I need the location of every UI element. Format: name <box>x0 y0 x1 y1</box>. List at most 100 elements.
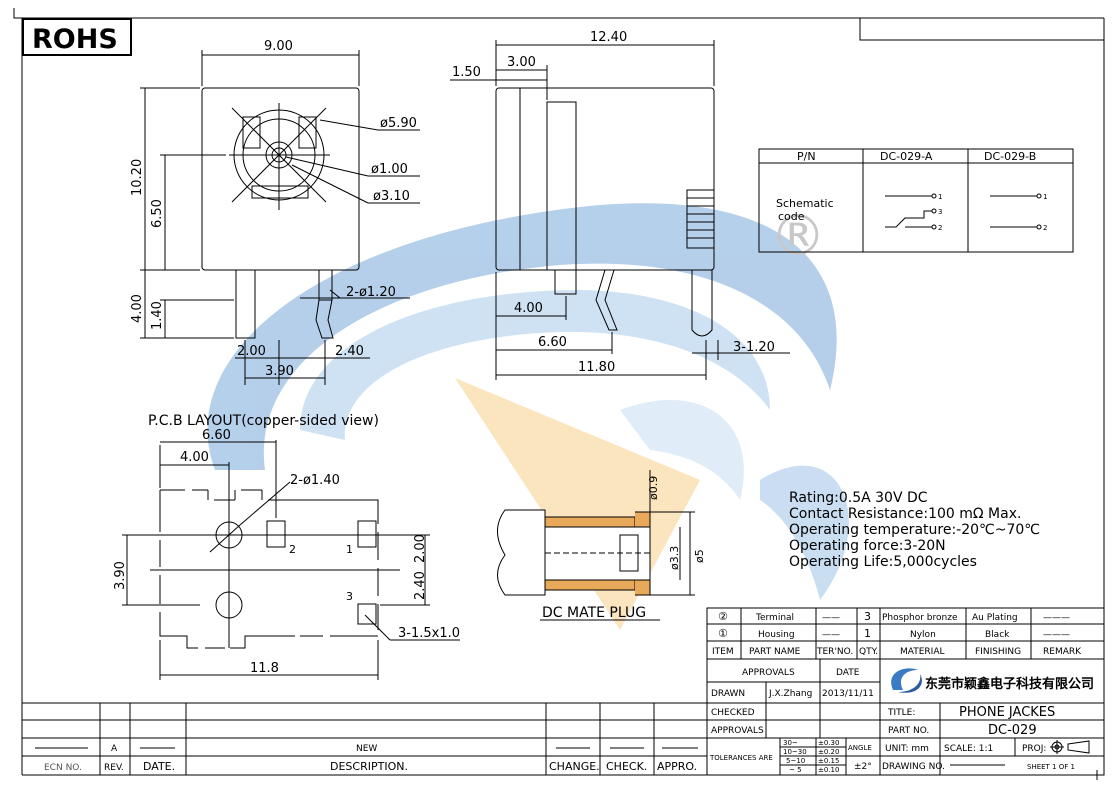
registered-mark: ® <box>770 204 826 269</box>
dim-phi-mid: ø3.10 <box>373 189 410 204</box>
tb-sheet: SHEET 1 OF 1 <box>1027 763 1075 771</box>
bom-name-2: Terminal <box>755 613 794 623</box>
tb-title: PHONE JACKES <box>959 705 1055 720</box>
dim-pitch-right: 2.40 <box>335 344 364 359</box>
tb-drawn-by: J.X.Zhang <box>768 689 812 699</box>
dim-pitch-total: 3.90 <box>265 364 294 379</box>
rev-header-check: CHECK. <box>606 760 647 773</box>
dim-body: 11.80 <box>578 360 615 375</box>
spec-life: Operating Life:5,000cycles <box>789 554 977 570</box>
pcb-h-total: 3.90 <box>113 561 128 590</box>
bom-header-qty: QTY. <box>859 647 878 657</box>
side-view <box>450 40 790 380</box>
rev-value: A <box>111 744 118 754</box>
dim-pitch-left: 2.00 <box>237 344 266 359</box>
bom-ter-1: —— <box>822 630 840 640</box>
tb-checked: CHECKED <box>711 708 755 718</box>
pn-header-1: DC-029-A <box>880 150 933 163</box>
plug-inner: ø3.3 <box>668 546 681 570</box>
pcb-pad-2: 2 <box>289 543 296 556</box>
tb-drawn: DRAWN <box>711 689 745 699</box>
dim-phi-outer: ø5.90 <box>380 116 417 131</box>
tb-scale: SCALE: 1:1 <box>944 744 993 754</box>
pcb-pad-3: 3 <box>346 590 353 603</box>
pn-row-label-2: code <box>778 210 805 223</box>
bom-header-material: MATERIAL <box>900 647 945 657</box>
pcb-layout <box>122 440 460 680</box>
tb-tol-v0: ±0.30 <box>818 739 839 747</box>
pn-pin-a-2: 2 <box>938 224 942 232</box>
dc-mate-plug <box>497 470 695 621</box>
rev-header-date: DATE. <box>143 760 175 773</box>
bom-remark-1: ——— <box>1043 630 1070 640</box>
tb-angle-label: ANGLE <box>848 744 872 752</box>
pcb-h-a: 2.00 <box>413 534 428 563</box>
bom-header-remark: REMARK <box>1043 647 1082 657</box>
dim-width: 9.00 <box>264 39 293 54</box>
title-block-grid <box>22 607 1105 776</box>
bom-qty-2: 3 <box>864 610 871 623</box>
tb-tol-v3: ±0.10 <box>818 766 839 774</box>
spec-resistance: Contact Resistance:100 mΩ Max. <box>789 506 1021 522</box>
pn-row-label-1: Schematic <box>776 197 834 210</box>
tb-tol-v1: ±0.20 <box>818 748 839 756</box>
rohs-badge-frame <box>22 18 132 56</box>
bom-qty-1: 1 <box>864 627 871 640</box>
bom-header-ter: TER'NO. <box>816 647 853 657</box>
pn-header-0: P/N <box>797 150 816 163</box>
bom-material-1: Nylon <box>910 630 936 640</box>
dim-pin-len: 4.00 <box>130 294 145 323</box>
pn-header-2: DC-029-B <box>984 150 1036 163</box>
tb-proj: PROJ: <box>1022 744 1046 754</box>
spec-temperature: Operating temperature:-20℃~70℃ <box>789 522 1040 538</box>
tb-tol-label: TOLERANCES ARE <box>709 754 773 762</box>
rev-header-change: CHANGE. <box>549 760 600 773</box>
rev-desc: NEW <box>356 744 377 754</box>
bom-finish-1: Black <box>985 630 1010 640</box>
pcb-width: 11.8 <box>250 661 279 676</box>
pcb-h-b: 2.40 <box>413 571 428 600</box>
dim-front-lip: 1.50 <box>452 65 481 80</box>
bom-item-2: ② <box>718 610 728 623</box>
tb-tol-r3: ~ 5 <box>789 766 802 774</box>
pcb-w2: 4.00 <box>180 450 209 465</box>
pcb-w1: 6.60 <box>202 428 231 443</box>
plug-wall: ø0.9 <box>647 476 660 500</box>
pn-pin-a-3: 3 <box>938 208 942 216</box>
tb-tol-r1: 10~30 <box>783 748 807 756</box>
pcb-slot: 3-1.5x1.0 <box>398 626 460 641</box>
tb-company: 东莞市颖鑫电子科技有限公司 <box>925 676 1094 692</box>
rev-header-appro: APPRO. <box>657 760 697 773</box>
bom-material-2: Phosphor bronze <box>882 613 958 623</box>
rohs-badge: ROHS <box>32 24 118 55</box>
projection-symbol-icon <box>1050 740 1090 754</box>
tb-title-label: TITLE: <box>887 708 915 718</box>
dim-height: 10.20 <box>130 159 145 196</box>
bom-ter-2: —— <box>822 613 840 623</box>
tb-drawing-no: DRAWING NO. <box>882 762 945 772</box>
pcb-hole-dia: 2-ø1.40 <box>290 473 340 488</box>
tb-tol-r0: 30~ <box>783 739 798 747</box>
dim-phi-pin: ø1.00 <box>371 162 408 177</box>
front-view <box>140 50 420 385</box>
bom-header-finishing: FINISHING <box>975 647 1021 657</box>
tb-unit: UNIT: mm <box>885 744 929 754</box>
rev-header-ecn: ECN NO. <box>44 763 82 773</box>
bom-header-name: PART NAME <box>749 647 801 657</box>
dim-front-depth: 3.00 <box>507 55 536 70</box>
tb-approvals-2: APPROVALS <box>711 726 764 736</box>
dim-inner-height: 6.50 <box>150 199 165 228</box>
tb-drawn-date: 2013/11/11 <box>822 689 874 699</box>
tb-angle: ±2° <box>854 762 872 772</box>
pn-pin-b-2: 2 <box>1043 224 1047 232</box>
tb-date: DATE <box>836 668 860 678</box>
dim-pin-len-short: 1.40 <box>150 301 165 330</box>
pcb-title: P.C.B LAYOUT(copper-sided view) <box>148 413 379 429</box>
sheet-border <box>13 8 1105 780</box>
dim-pin2: 6.60 <box>538 335 567 350</box>
dim-side-pin-dia: 3-1.20 <box>733 340 775 355</box>
bom-remark-2: ——— <box>1043 613 1070 623</box>
dim-pin1: 4.00 <box>514 301 543 316</box>
bom-header-item: ITEM <box>712 647 734 657</box>
